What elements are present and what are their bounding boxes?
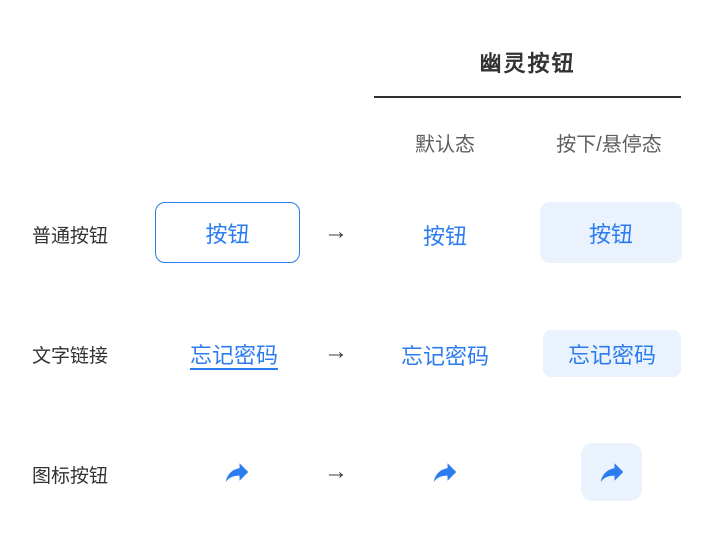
- transition-arrow: →: [324, 458, 348, 485]
- transition-arrow: →: [324, 218, 348, 245]
- ghost-button-default[interactable]: 按钮: [422, 224, 467, 249]
- ghost-button-hover-label: 按钮: [588, 221, 633, 247]
- normal-button-example[interactable]: 按钮: [155, 202, 300, 263]
- share-forward-icon: [600, 463, 623, 482]
- ghost-icon-hover[interactable]: [581, 443, 642, 501]
- row-label-text-link: 文字链接: [32, 346, 109, 367]
- icon-button-example[interactable]: [217, 452, 257, 492]
- share-forward-icon: [225, 463, 249, 482]
- share-forward-icon: [433, 463, 457, 482]
- ghost-link-hover-label: 忘记密码: [567, 342, 656, 368]
- column-header-default-state: 默认态: [415, 134, 475, 156]
- row-label-icon-button: 图标按钮: [32, 466, 109, 487]
- ghost-icon-default[interactable]: [425, 452, 465, 492]
- transition-arrow: →: [324, 338, 348, 365]
- page-title: 幽灵按钮: [479, 51, 576, 76]
- header-divider: [374, 96, 681, 98]
- normal-button-label: 按钮: [205, 221, 250, 247]
- row-label-normal-button: 普通按钮: [32, 226, 109, 247]
- column-header-pressed-hover-state: 按下/悬停态: [556, 134, 662, 156]
- text-link-example[interactable]: 忘记密码: [189, 343, 278, 368]
- ghost-link-default[interactable]: 忘记密码: [400, 344, 489, 369]
- ghost-link-hover[interactable]: 忘记密码: [543, 330, 681, 377]
- ghost-button-hover[interactable]: 按钮: [540, 202, 682, 263]
